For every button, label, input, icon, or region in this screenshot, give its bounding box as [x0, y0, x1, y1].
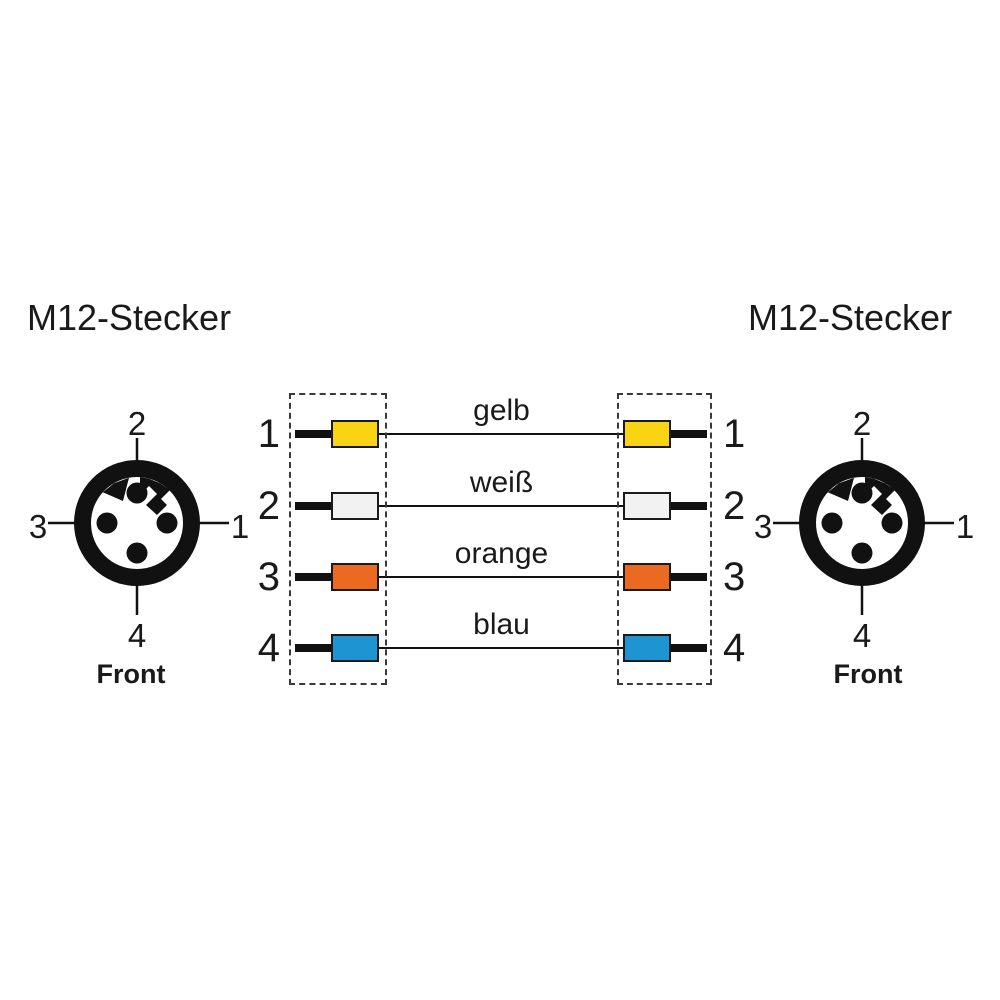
right-pin-number: 3 — [723, 555, 746, 599]
wire-row-1: gelb 1 1 — [240, 394, 763, 474]
pin-label-bottom: 4 — [128, 617, 146, 654]
left-wire-stub — [295, 430, 333, 438]
pin-3-dot — [96, 512, 118, 534]
left-connector-title: M12-Stecker — [27, 297, 232, 338]
wire-color-label: gelb — [473, 394, 530, 427]
wire-color-label: orange — [454, 537, 549, 570]
right-wire-color-box — [623, 492, 671, 520]
pin-label-top: 2 — [128, 405, 146, 442]
wire-line — [295, 647, 707, 649]
pin-label-bottom: 4 — [853, 617, 871, 654]
right-wire-stub — [671, 644, 707, 652]
left-wire-stub — [295, 644, 333, 652]
left-wire-color-box — [331, 563, 379, 591]
front-label: Front — [834, 659, 903, 688]
right-pin-number: 4 — [723, 626, 746, 670]
pin-1-dot — [881, 512, 903, 534]
pin-label-top: 2 — [853, 405, 871, 442]
right-wire-stub — [671, 430, 707, 438]
wire-row-3: orange 3 3 — [240, 537, 763, 617]
pin-label-left: 3 — [754, 508, 772, 545]
wire-line — [295, 505, 707, 507]
right-wire-stub — [671, 573, 707, 581]
left-wire-stub — [295, 502, 333, 510]
wire-row-4: blau 4 4 — [240, 608, 763, 688]
left-connector-dashed-outline — [289, 393, 387, 685]
pin-label-left: 3 — [29, 508, 47, 545]
right-connector-dashed-outline — [617, 393, 712, 685]
wire-line — [295, 433, 707, 435]
right-pin-number: 1 — [723, 412, 746, 456]
right-wire-color-box — [623, 563, 671, 591]
right-connector-title: M12-Stecker — [748, 297, 953, 338]
wire-line — [295, 576, 707, 578]
left-wire-color-box — [331, 492, 379, 520]
pin-3-dot — [821, 512, 843, 534]
right-wire-color-box — [623, 420, 671, 448]
left-wire-color-box — [331, 420, 379, 448]
pin-2-dot — [126, 482, 148, 504]
pin-label-right: 1 — [231, 508, 249, 545]
left-m12-connector-face-icon: 2 3 1 4 Front — [29, 405, 249, 688]
pin-4-dot — [126, 542, 148, 564]
keying-tab-right — [140, 477, 170, 515]
right-wire-stub — [671, 502, 707, 510]
left-pin-number: 3 — [257, 555, 280, 599]
right-pin-number: 2 — [723, 484, 746, 528]
left-wire-color-box — [331, 634, 379, 662]
wire-row-2: weiß 2 2 — [240, 466, 763, 546]
front-label: Front — [97, 659, 166, 688]
pin-label-right: 1 — [956, 508, 974, 545]
wire-color-label: blau — [473, 608, 530, 641]
right-m12-connector-face-icon: 2 3 1 4 Front — [754, 405, 974, 688]
wire-color-label: weiß — [469, 466, 534, 499]
left-wire-stub — [295, 573, 333, 581]
left-pin-number: 4 — [257, 626, 280, 670]
left-pin-number: 2 — [257, 484, 280, 528]
pin-4-dot — [851, 542, 873, 564]
left-pin-number: 1 — [257, 412, 280, 456]
keying-tab-left — [102, 477, 129, 501]
keying-tab-right — [865, 477, 895, 515]
pin-1-dot — [156, 512, 178, 534]
right-wire-color-box — [623, 634, 671, 662]
pin-2-dot — [851, 482, 873, 504]
keying-tab-left — [827, 477, 854, 501]
